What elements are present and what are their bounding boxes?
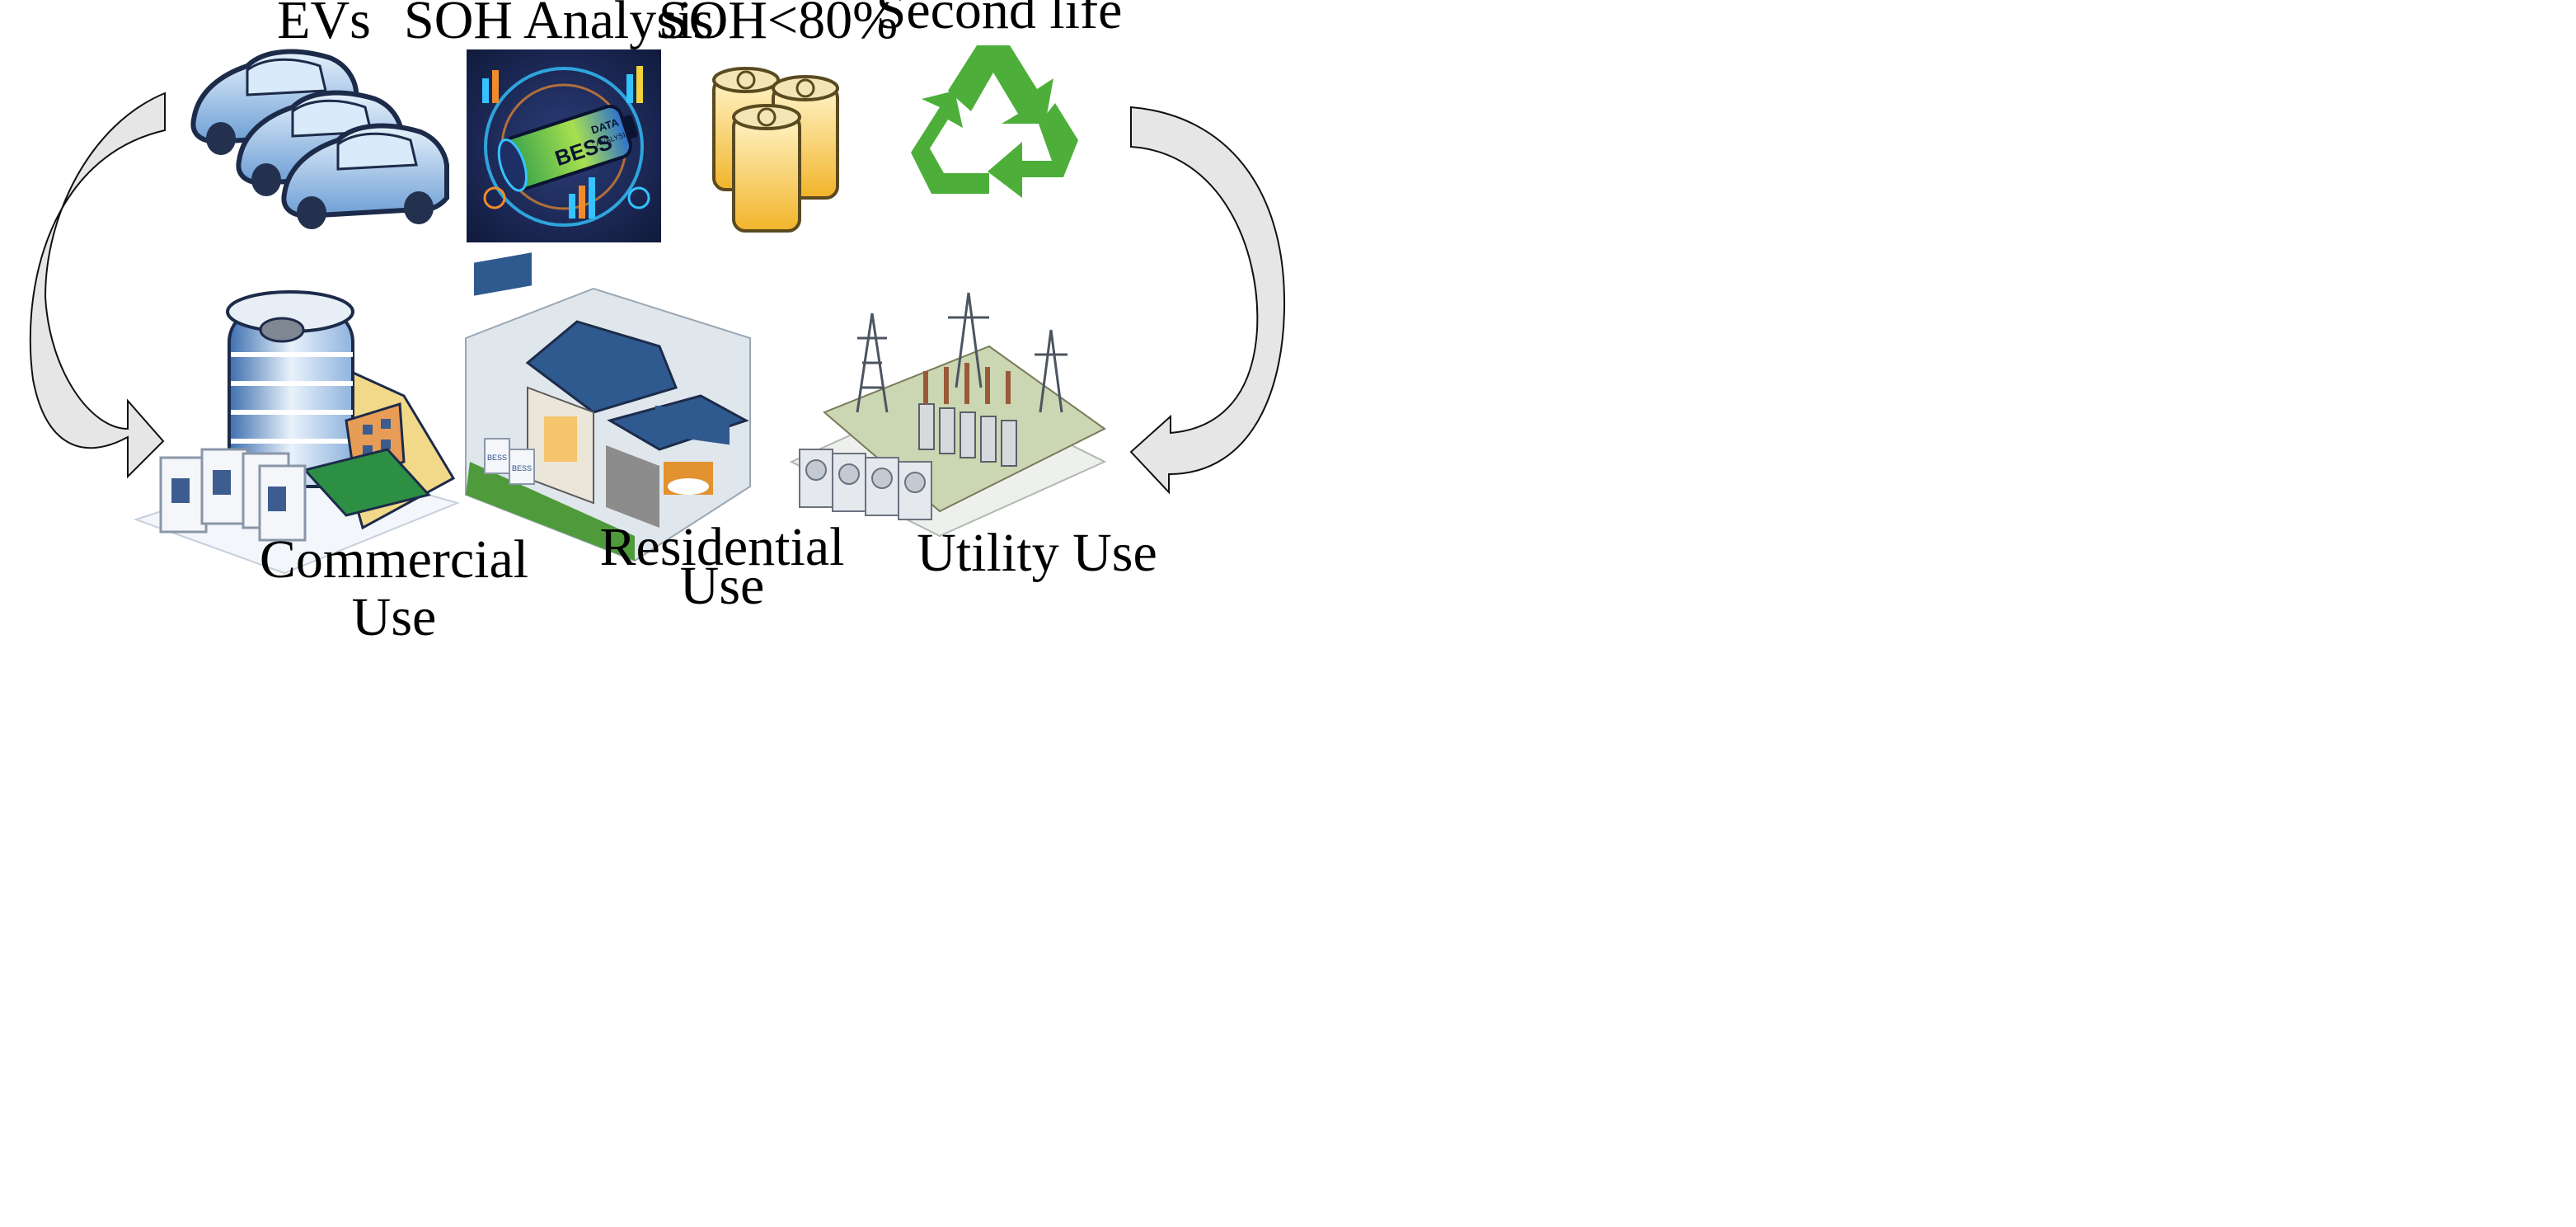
ev-cars-icon [190, 49, 449, 229]
bess-cabinet-icon [159, 448, 307, 542]
bess-label-1: BESS [487, 454, 507, 462]
bess-cabinet-icon: BESS BESS [484, 438, 535, 485]
label-commercial-line2: Use [352, 587, 437, 647]
cell-icon [732, 104, 801, 233]
degraded-cells-icon [712, 67, 839, 233]
label-soh-analysis: SOH Analysis [404, 0, 714, 50]
bess-data-analysis-icon: BESS DATA ANALYSIS [467, 49, 661, 242]
car-icon [281, 123, 449, 229]
label-residential-line1: Residential [600, 517, 845, 577]
label-soh-threshold: SOH<80% [659, 0, 898, 50]
label-utility: Utility Use [917, 523, 1157, 583]
label-commercial-line1: Commercial [260, 529, 528, 590]
transmission-tower-icon [856, 292, 1067, 413]
label-evs: EVs [277, 0, 371, 50]
label-second-life: Second life [876, 0, 1123, 40]
label-residential-line2: Use [680, 556, 765, 616]
bess-label-2: BESS [512, 464, 532, 472]
bess-cabinet-icon [799, 449, 932, 520]
commercial-building-icon [133, 290, 461, 575]
right-cycle-arrow [1129, 106, 1286, 495]
left-cycle-arrow [29, 92, 166, 479]
recycle-icon [911, 45, 1078, 198]
utility-substation-icon [789, 292, 1107, 538]
residential-house-icon: BESS BESS [465, 252, 751, 562]
